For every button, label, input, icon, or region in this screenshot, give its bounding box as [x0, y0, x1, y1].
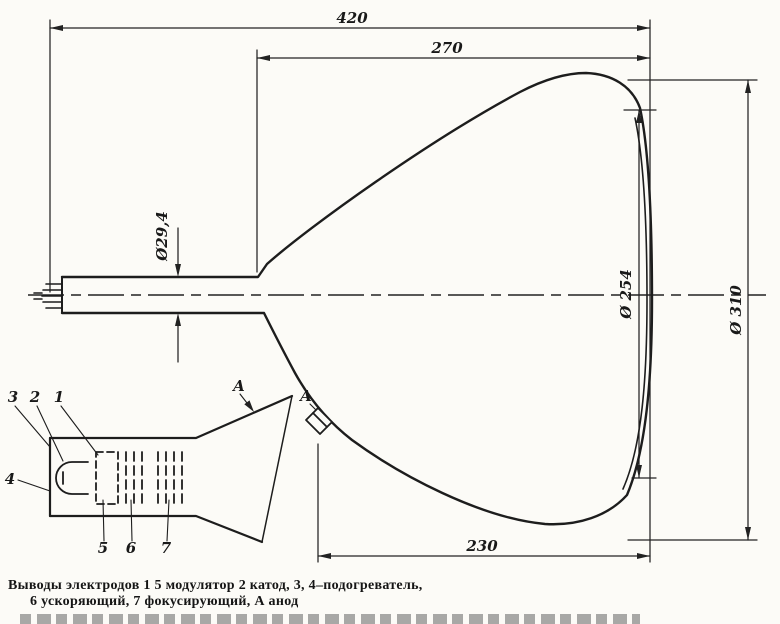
pin-label-6: 6 [126, 539, 137, 557]
anode-cap-inner-line [312, 412, 328, 428]
accelerating-electrode [125, 451, 143, 505]
leader-pin-2 [36, 405, 64, 462]
arrow-inset-anode [244, 400, 254, 412]
leader-pin-3 [14, 405, 51, 448]
leader-inset-anode [239, 393, 248, 404]
leader-pin-7 [166, 499, 170, 542]
anode-cap [305, 403, 333, 435]
gun-inset [14, 393, 294, 544]
focusing-electrode [157, 451, 183, 505]
pin-label-3: 3 [8, 388, 18, 406]
dim-420-label: 420 [336, 9, 368, 27]
dim-bulb-diameter-label: Ø 310 [727, 285, 745, 336]
leader-pin-1 [60, 405, 99, 456]
dim-screen-diameter-label: Ø 254 [617, 269, 635, 320]
anode-cap-body [305, 407, 333, 435]
tube-envelope [60, 71, 654, 526]
arrow-270-left [257, 55, 270, 61]
caption: Выводы электродов 1 5 модулятор 2 катод,… [8, 578, 774, 624]
pin-label-7: 7 [161, 539, 172, 557]
leader-pin-5 [102, 499, 105, 542]
anode-label-inset: А [232, 377, 245, 395]
pin-label-1: 1 [54, 388, 64, 406]
arrow-420-right [637, 25, 650, 31]
dim-230-label: 230 [465, 537, 498, 555]
tube-base-pins [33, 283, 63, 309]
modulator-electrode [95, 451, 119, 505]
arrow-310-bottom [745, 527, 751, 540]
pin-leader-lines [14, 393, 248, 542]
arrow-270-right [637, 55, 650, 61]
gun-envelope [48, 394, 294, 544]
caption-line2: 6 ускоряющий, 7 фокусирующий, А анод [30, 594, 299, 609]
cathode-cup [55, 461, 89, 495]
anode-label-main: А [299, 387, 312, 405]
dimension-arrowheads [50, 25, 751, 559]
leader-pin-6 [130, 499, 133, 542]
arrow-230-left [318, 553, 331, 559]
arrow-254-bottom [636, 465, 642, 478]
arrow-310-top [745, 80, 751, 93]
pin-label-5: 5 [98, 539, 108, 557]
caption-line3-clipped [20, 614, 640, 624]
arrow-neck-down [175, 264, 181, 277]
arrow-254-top [636, 110, 642, 123]
gun-electrodes [55, 451, 183, 505]
caption-line1: Выводы электродов 1 5 модулятор 2 катод,… [8, 578, 423, 593]
screen-face-seam [622, 117, 648, 490]
dim-neck-diameter-label: Ø29,4 [153, 211, 171, 262]
pin-label-2: 2 [29, 388, 40, 406]
gun-funnel-cut-line [261, 395, 293, 543]
arrow-420-left [50, 25, 63, 31]
arrow-230-right [637, 553, 650, 559]
tube-outline [33, 71, 654, 526]
leader-pin-4 [17, 479, 51, 492]
anode-cap-leader [309, 403, 317, 411]
pin-label-4: 4 [5, 470, 15, 488]
dim-270-label: 270 [430, 39, 463, 57]
arrow-neck-up [175, 313, 181, 326]
